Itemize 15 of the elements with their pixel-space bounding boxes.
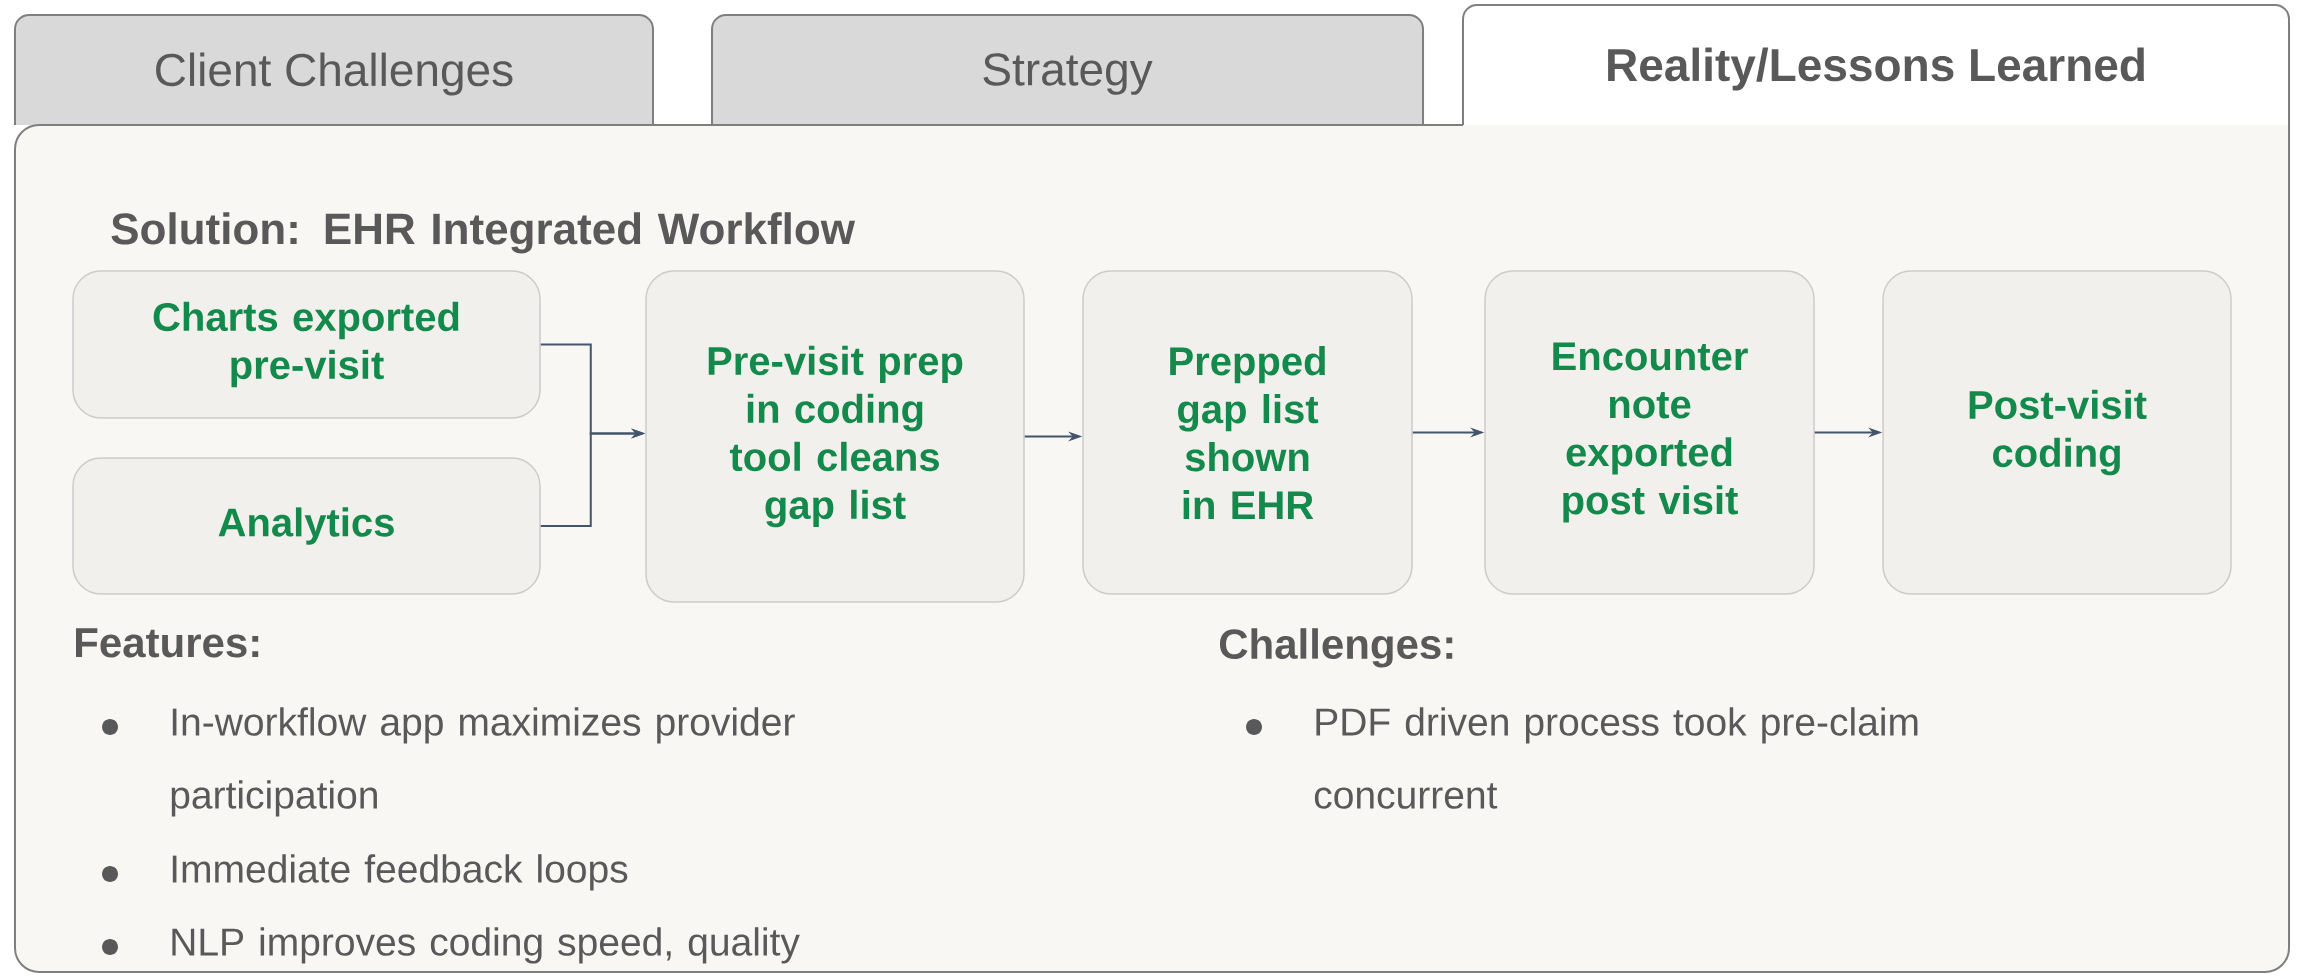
- process-box: Charts exported pre-visit: [72, 270, 541, 419]
- bullet-text: Immediate feedback loops: [172, 854, 628, 891]
- process-box: Encounter note exported post visit: [1484, 270, 1815, 595]
- tab: Strategy: [711, 14, 1424, 126]
- heading: Challenges:: [1219, 628, 1453, 668]
- process-box: Post-visit coding: [1882, 270, 2232, 595]
- bullet-text: PDF driven process took pre-claim concurrent: [1314, 707, 1918, 809]
- process-box: Analytics: [72, 457, 541, 595]
- bullet-text: NLP improves coding speed, quality: [172, 927, 800, 964]
- tab: Reality/Lessons Learned: [1462, 4, 2291, 126]
- heading: Solution: EHR Integrated Workflow: [111, 212, 856, 254]
- bullet-text: In-workflow app maximizes provider participation: [171, 707, 795, 817]
- process-box: Prepped gap list shown in EHR: [1082, 270, 1413, 595]
- process-box: Pre-visit prep in coding tool cleans gap list: [645, 270, 1025, 603]
- tab: Client Challenges: [14, 14, 654, 126]
